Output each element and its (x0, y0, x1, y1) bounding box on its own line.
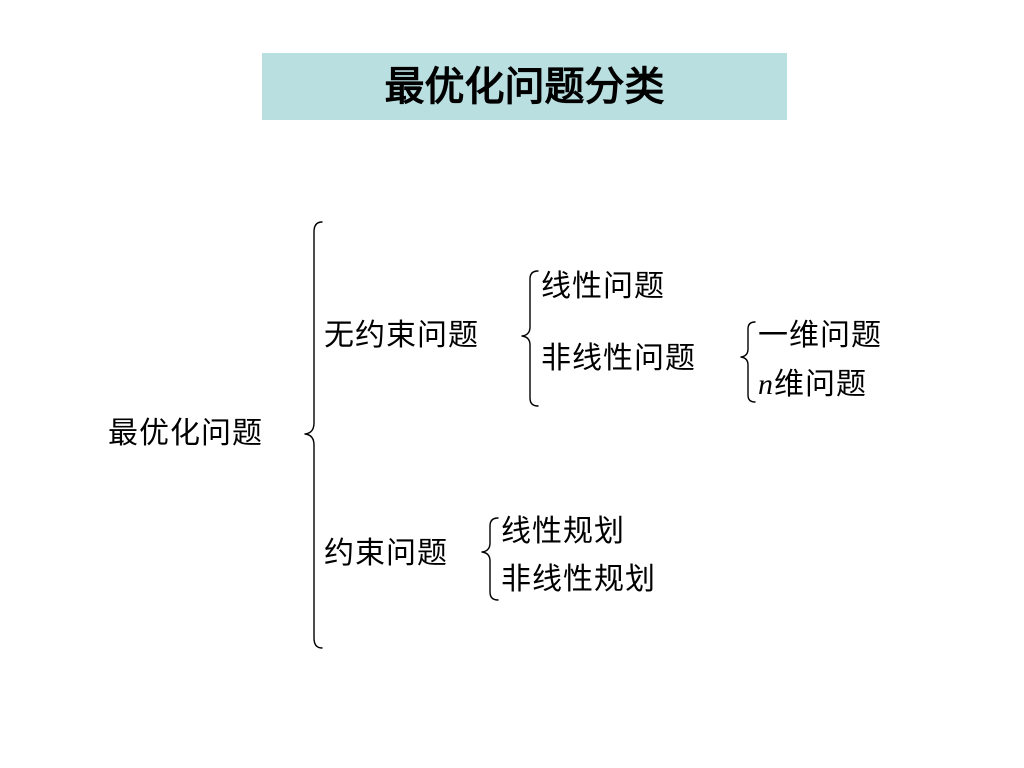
linear-programming-label: 线性规划 (501, 514, 625, 549)
slide-title: 最优化问题分类 (262, 53, 787, 120)
one-dim-problem-label: 一维问题 (758, 318, 882, 353)
nonlinear-programming-label: 非线性规划 (501, 562, 656, 597)
constrained-label: 约束问题 (324, 536, 448, 571)
n-dim-suffix: 维问题 (774, 367, 867, 402)
n-dim-problem-label: n维问题 (758, 370, 867, 400)
nonlinear-problem-label: 非线性问题 (541, 341, 696, 376)
nonlinear-brace (740, 321, 756, 403)
constrained-brace (481, 517, 499, 601)
unconstrained-brace (521, 270, 539, 407)
root-brace (304, 221, 323, 649)
n-variable: n (758, 368, 774, 401)
root-label: 最优化问题 (108, 416, 263, 451)
linear-problem-label: 线性问题 (541, 269, 665, 304)
unconstrained-label: 无约束问题 (324, 318, 479, 353)
